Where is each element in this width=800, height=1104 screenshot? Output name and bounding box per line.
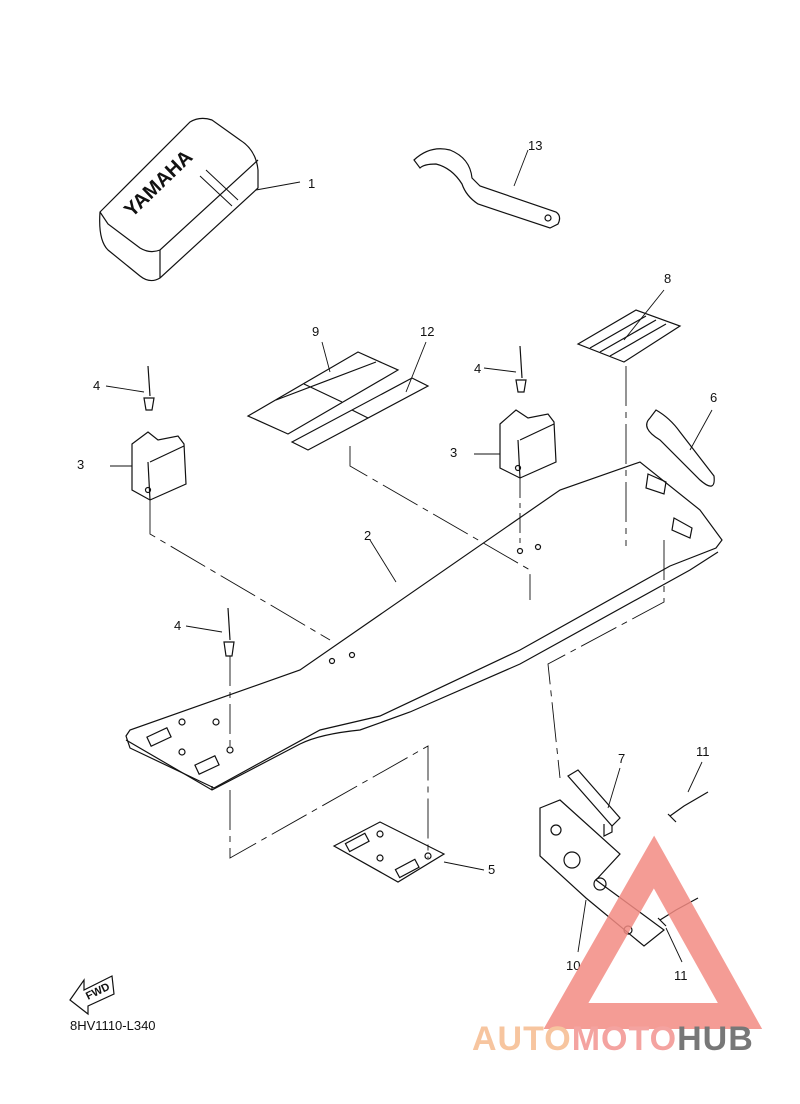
callout-4a: 4 <box>93 378 100 393</box>
callout-4b: 4 <box>474 361 481 376</box>
callout-11b: 11 <box>674 968 688 983</box>
callout-3a: 3 <box>77 457 84 472</box>
callout-7: 7 <box>618 751 625 766</box>
callout-6: 6 <box>710 390 717 405</box>
callout-3b: 3 <box>450 445 457 460</box>
wire-part-6 <box>646 409 715 487</box>
pad-part-8 <box>576 309 682 363</box>
block-part-7 <box>567 769 621 837</box>
watermark-logo-triangle <box>543 835 763 1029</box>
callout-8: 8 <box>664 271 671 286</box>
fwd-arrow: FWD <box>69 975 115 1016</box>
rivet-11-a <box>667 791 709 823</box>
plate-part-5 <box>332 821 446 883</box>
watermark-hub: HUB <box>677 1020 754 1058</box>
callout-10: 10 <box>566 958 580 973</box>
callout-1: 1 <box>308 176 315 191</box>
rivet-b <box>515 345 527 393</box>
label-plate-9 <box>246 351 400 435</box>
rivet-c <box>223 607 235 657</box>
clip-left <box>131 431 187 501</box>
callout-5: 5 <box>488 862 495 877</box>
callout-4c: 4 <box>174 618 181 633</box>
drawing-code: 8HV1110-L340 <box>70 1018 156 1033</box>
label-plate-12 <box>290 377 430 451</box>
callout-13: 13 <box>528 138 542 153</box>
callout-2: 2 <box>364 528 371 543</box>
rivet-a <box>143 365 155 411</box>
main-bracket <box>125 461 723 791</box>
callout-9: 9 <box>312 324 319 339</box>
watermark-brand: AUTOMOTOHUB <box>472 1020 754 1059</box>
callout-12: 12 <box>420 324 434 339</box>
watermark-auto: AUTO <box>472 1020 572 1058</box>
spanner-tool <box>413 148 561 229</box>
watermark-moto: MOTO <box>571 1020 678 1058</box>
clip-right <box>499 409 557 479</box>
cover-part: YAMAHA <box>99 117 259 282</box>
callout-11a: 11 <box>696 744 710 759</box>
